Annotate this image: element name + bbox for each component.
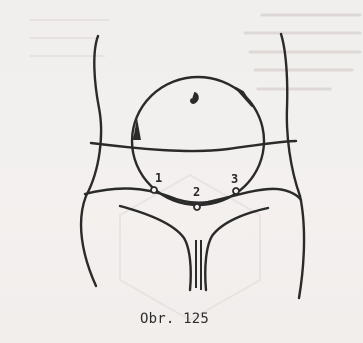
navel-mark [191,93,197,103]
point-1-marker [151,187,157,193]
point-2-marker [194,204,200,210]
right-groin-line [205,208,268,290]
point-3-marker [233,188,239,194]
point-1-label: 1 [155,171,162,185]
point-2-label: 2 [193,185,200,199]
upper-abdominal-line [91,141,296,151]
point-3-label: 3 [231,172,238,186]
left-body-outline [81,36,101,286]
left-groin-line [120,206,191,290]
figure-caption: Obr. 125 [140,311,240,327]
arrow-down-right-icon [236,88,252,106]
right-body-outline [281,34,304,298]
